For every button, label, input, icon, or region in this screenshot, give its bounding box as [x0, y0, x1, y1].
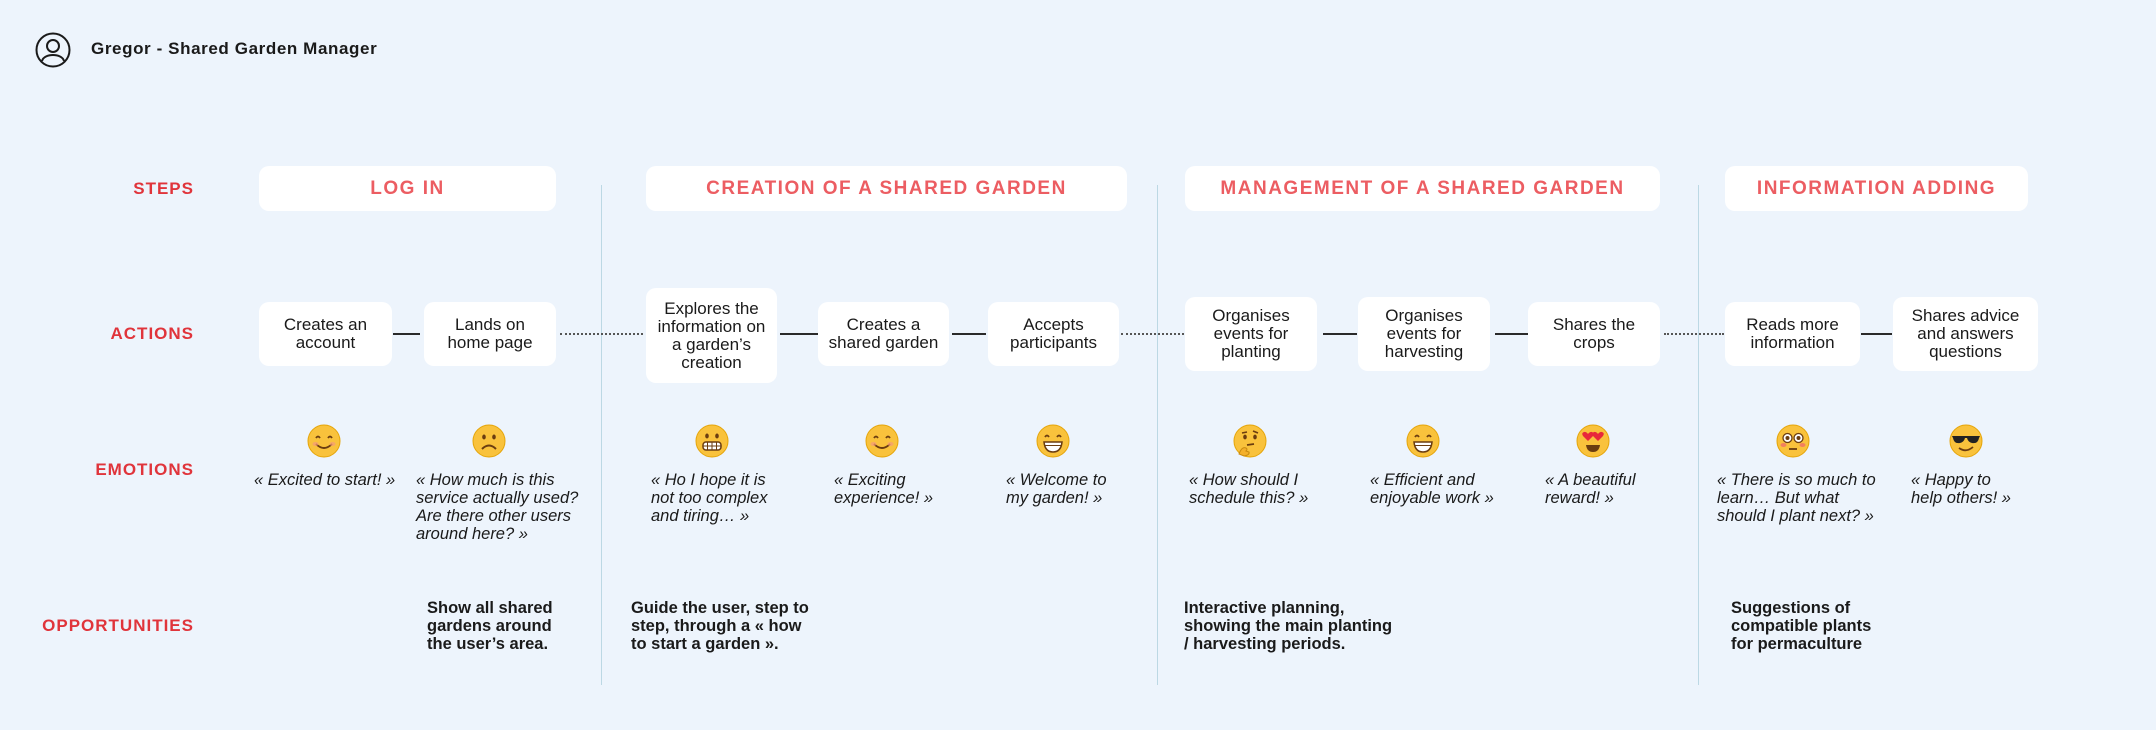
action-connector	[393, 333, 420, 335]
grinning-face-icon	[1406, 424, 1440, 458]
step-management-shared-garden: MANAGEMENT OF A SHARED GARDEN	[1185, 166, 1660, 211]
action-connector	[780, 333, 818, 335]
action-reads-information: Reads more information	[1725, 302, 1860, 366]
opportunity-text: Guide the user, step to step, through a …	[631, 599, 809, 653]
phase-connector	[1121, 333, 1184, 335]
flushed-face-icon	[1776, 424, 1810, 458]
page-title: Gregor - Shared Garden Manager	[91, 39, 378, 58]
opportunity-text: Show all shared gardens around the user’…	[427, 599, 553, 653]
heart-eyes-face-icon	[1576, 424, 1610, 458]
action-creates-shared-garden: Creates a shared garden	[818, 302, 949, 366]
action-lands-home-page: Lands on home page	[424, 302, 556, 366]
phase-separator	[601, 185, 602, 685]
emotion-quote: « How should I schedule this? »	[1189, 471, 1309, 507]
action-organises-harvesting: Organises events for harvesting	[1358, 297, 1490, 371]
smiling-face-icon	[307, 424, 341, 458]
emotion-quote: « Excited to start! »	[254, 471, 396, 489]
phase-separator	[1698, 185, 1699, 685]
smiling-face-icon	[865, 424, 899, 458]
opportunity-text: Interactive planning, showing the main p…	[1184, 599, 1393, 653]
step-information-adding: INFORMATION ADDING	[1725, 166, 2028, 211]
row-label-opportunities: OPPORTUNITIES	[42, 616, 194, 635]
sunglasses-face-icon	[1949, 424, 1983, 458]
thinking-face-icon	[1233, 424, 1267, 458]
action-creates-account: Creates an account	[259, 302, 392, 366]
phase-separator	[1157, 185, 1158, 685]
step-creation-shared-garden: CREATION OF A SHARED GARDEN	[646, 166, 1127, 211]
emotion-quote: « A beautiful reward! »	[1545, 471, 1636, 507]
emotion-quote: « Ho I hope it is not too complex and ti…	[651, 471, 768, 525]
action-connector	[1495, 333, 1528, 335]
action-connector	[1861, 333, 1892, 335]
action-organises-planting: Organises events for planting	[1185, 297, 1317, 371]
emotion-quote: « There is so much to learn… But what sh…	[1717, 471, 1876, 525]
grimacing-face-icon	[695, 424, 729, 458]
action-shares-crops: Shares the crops	[1528, 302, 1660, 366]
action-connector	[1323, 333, 1357, 335]
action-accepts-participants: Accepts participants	[988, 302, 1119, 366]
emotion-quote: « Exciting experience! »	[834, 471, 934, 507]
opportunity-text: Suggestions of compatible plants for per…	[1731, 599, 1872, 653]
grinning-face-icon	[1036, 424, 1070, 458]
action-shares-advice: Shares advice and answers questions	[1893, 297, 2038, 371]
frowning-face-icon	[472, 424, 506, 458]
step-log-in: LOG IN	[259, 166, 556, 211]
emotion-quote: « Happy to help others! »	[1911, 471, 2011, 507]
action-connector	[952, 333, 986, 335]
row-label-emotions: EMOTIONS	[95, 460, 194, 479]
emotion-quote: « How much is this service actually used…	[416, 471, 579, 543]
phase-connector	[560, 333, 643, 335]
user-circle-icon	[35, 32, 71, 68]
action-explores-information: Explores the information on a garden’s c…	[646, 288, 777, 383]
emotion-quote: « Efficient and enjoyable work »	[1370, 471, 1494, 507]
row-label-actions: ACTIONS	[110, 324, 194, 343]
row-label-steps: STEPS	[133, 179, 194, 198]
emotion-quote: « Welcome to my garden! »	[1006, 471, 1107, 507]
phase-connector	[1664, 333, 1724, 335]
